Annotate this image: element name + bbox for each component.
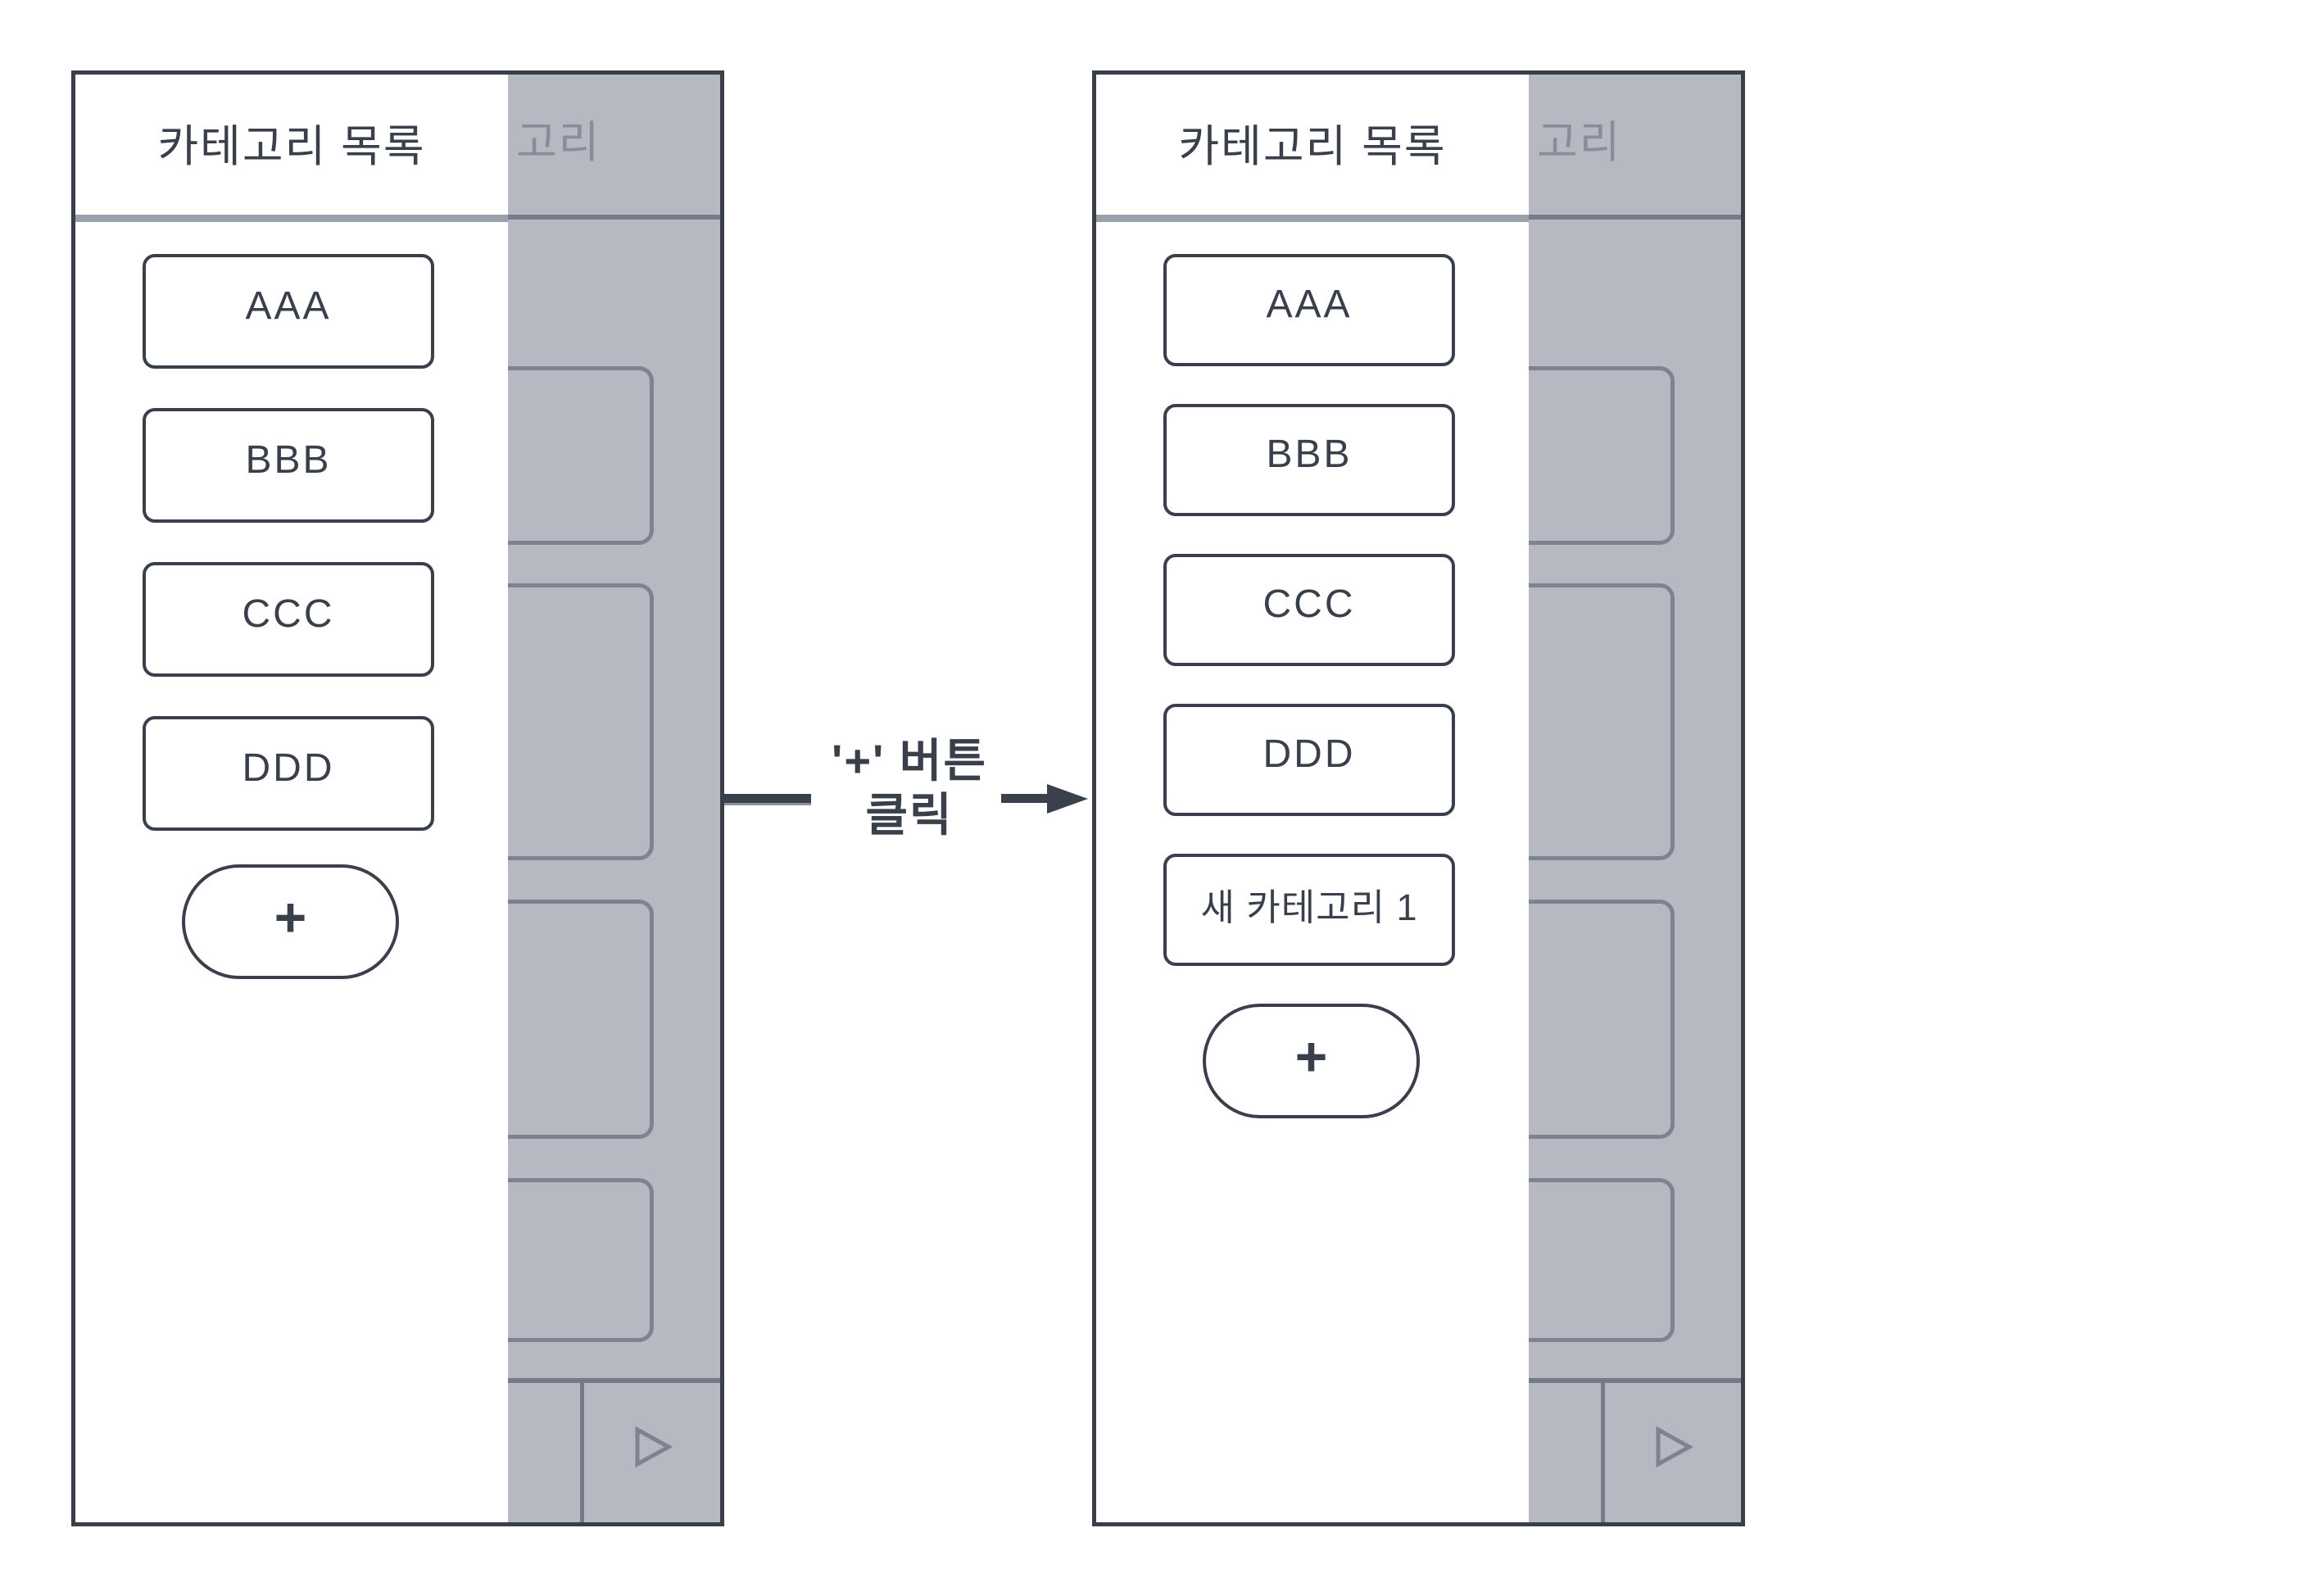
category-button-ddd[interactable]: DDD	[143, 716, 434, 831]
arrow-head-icon	[1047, 784, 1088, 814]
category-button-aaa[interactable]: AAA	[143, 254, 434, 369]
ghost-header-divider	[1529, 215, 1741, 220]
add-category-button[interactable]: +	[1203, 1004, 1420, 1118]
bottom-toolbar-divider	[1529, 1378, 1741, 1383]
ghost-header-divider	[508, 215, 720, 220]
ghost-list-item	[1529, 366, 1675, 545]
ghost-panel: 고리	[1529, 75, 1741, 1522]
category-button-bbb[interactable]: BBB	[143, 408, 434, 523]
page-title: 카테고리 목록	[1178, 122, 1447, 171]
arrow-label-line2: 클릭	[865, 789, 954, 841]
bottom-toolbar-cell-divider	[1601, 1378, 1605, 1522]
category-button-ccc[interactable]: CCC	[1163, 554, 1455, 666]
ghost-panel: 고리	[508, 75, 720, 1522]
ghost-panel-title: 고리	[1537, 118, 1622, 167]
category-panel-before: 고리 카테고리 목록 AAA BBB CCC DDD +	[71, 70, 724, 1526]
ghost-list-item	[508, 366, 654, 545]
ghost-list-item	[508, 1178, 654, 1342]
ghost-list-item	[1529, 900, 1675, 1139]
play-icon	[1656, 1426, 1694, 1468]
bottom-toolbar-cell-divider	[580, 1378, 584, 1522]
header-divider	[1096, 215, 1529, 222]
ghost-panel-title: 고리	[516, 118, 601, 167]
new-category-button[interactable]: 새 카테고리 1	[1163, 854, 1455, 966]
ghost-list-item	[508, 583, 654, 860]
arrow-line-left	[724, 794, 811, 805]
ghost-list-item	[1529, 1178, 1675, 1342]
bottom-toolbar-divider	[508, 1378, 720, 1383]
arrow-label-line1: '+' 버튼	[832, 735, 987, 787]
ghost-list-item	[1529, 583, 1675, 860]
ghost-list-item	[508, 900, 654, 1139]
page-title: 카테고리 목록	[157, 122, 426, 171]
arrow-label: '+' 버튼 클릭	[782, 734, 1036, 842]
category-button-bbb[interactable]: BBB	[1163, 404, 1455, 516]
header-divider	[75, 215, 508, 222]
category-button-ccc[interactable]: CCC	[143, 562, 434, 677]
category-button-aaa[interactable]: AAA	[1163, 254, 1455, 366]
arrow-line-right	[1001, 794, 1049, 803]
add-category-button[interactable]: +	[182, 864, 399, 979]
play-icon	[635, 1426, 673, 1468]
category-button-ddd[interactable]: DDD	[1163, 704, 1455, 816]
category-panel-after: 고리 카테고리 목록 AAA BBB CCC DDD 새 카테고리 1 +	[1092, 70, 1745, 1526]
